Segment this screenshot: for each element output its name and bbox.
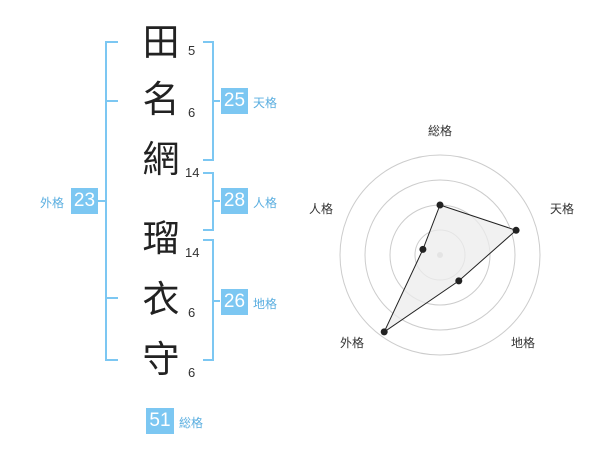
name-char-6: 守: [142, 338, 180, 381]
outer-bracket: [105, 41, 118, 361]
stroke-count-4: 14: [185, 245, 200, 260]
stroke-count-1: 5: [188, 43, 196, 58]
radar-axis-label-soukaku: 総格: [428, 124, 453, 138]
name-char-4: 瑠: [142, 217, 180, 260]
gaikaku-label: 外格: [40, 196, 65, 210]
radar-ring: [364, 179, 516, 331]
radar-point-2: [512, 226, 520, 234]
tenkaku-label: 天格: [253, 96, 278, 110]
stroke-count-3: 14: [185, 165, 200, 180]
tenkaku-bracket: [203, 41, 214, 161]
chikaku-badge: 26: [221, 289, 248, 315]
name-char-2: 名: [142, 78, 180, 121]
name-char-5: 衣: [142, 278, 180, 321]
radar-point-1: [436, 201, 444, 209]
name-char-1: 田: [142, 21, 180, 64]
jinkaku-badge: 28: [221, 188, 248, 214]
radar-point-3: [455, 277, 463, 285]
tenkaku-badge: 25: [221, 88, 248, 114]
chikaku-bracket: [203, 239, 214, 361]
radar-chart: [339, 154, 541, 356]
gaikaku-badge: 23: [71, 188, 98, 214]
name-char-3: 網: [142, 138, 180, 181]
radar-axis-label-jinkaku: 人格: [309, 202, 334, 216]
chikaku-label: 地格: [253, 297, 278, 311]
radar-axis-label-tenkaku: 天格: [550, 202, 575, 216]
stroke-count-2: 6: [188, 105, 196, 120]
radar-axis-label-gaikaku: 外格: [340, 336, 365, 350]
bracket-lines: [98, 41, 220, 361]
radar-point-5: [419, 245, 427, 253]
stroke-count-6: 6: [188, 365, 196, 380]
jinkaku-label: 人格: [253, 196, 278, 210]
radar-series-area: [382, 204, 518, 334]
radar-axis-label-chikaku: 地格: [511, 336, 536, 350]
soukaku-label: 総格: [179, 416, 204, 430]
radar-point-4: [380, 328, 388, 336]
jinkaku-bracket: [203, 172, 214, 231]
radar-ring: [339, 154, 541, 356]
soukaku-badge: 51: [146, 408, 174, 434]
stroke-count-5: 6: [188, 305, 196, 320]
